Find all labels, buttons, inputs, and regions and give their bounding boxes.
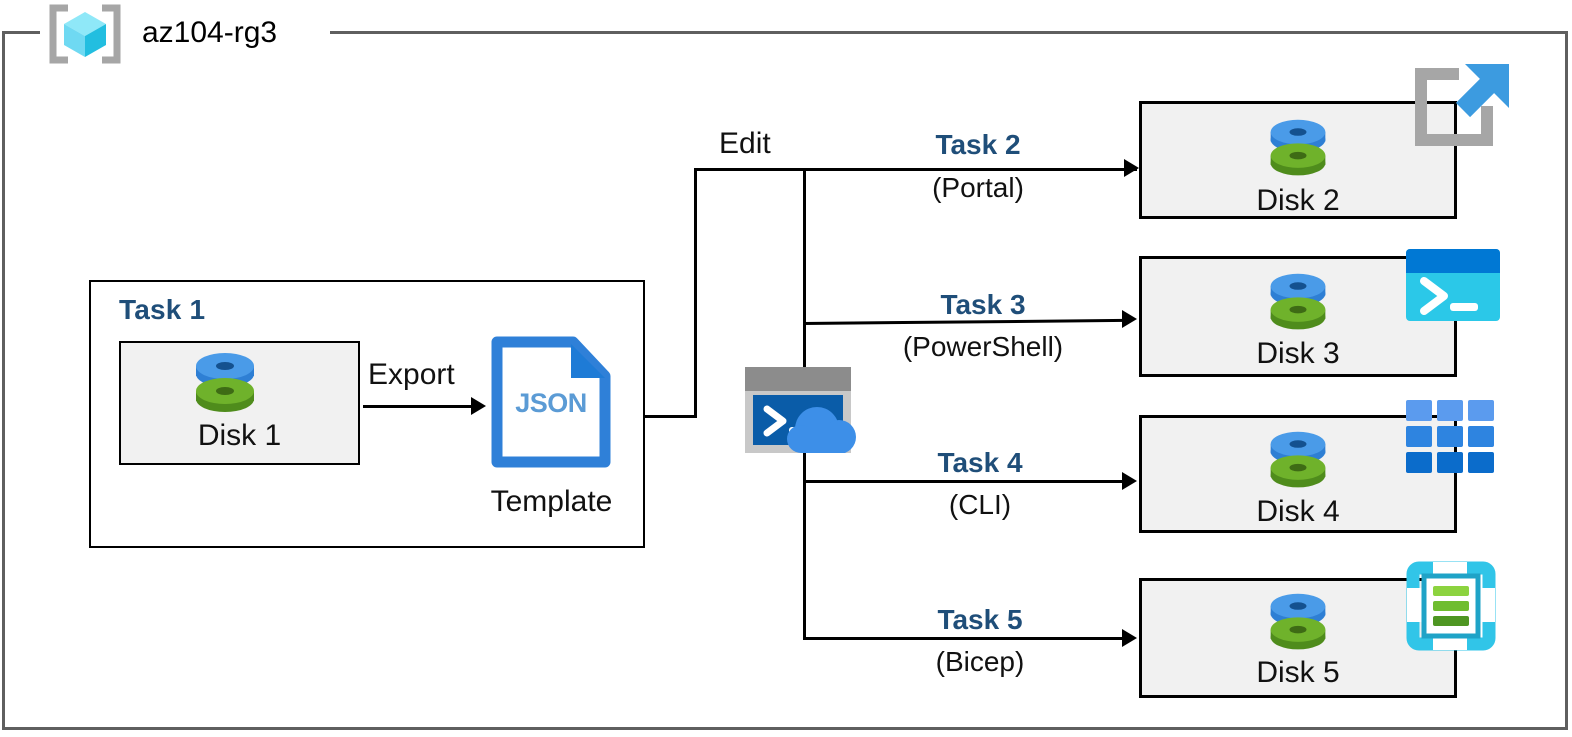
edit-label: Edit: [719, 127, 771, 160]
task4-method: (CLI): [948, 489, 1012, 520]
managed-disk-icon: [190, 352, 260, 421]
managed-disk-icon: [1265, 118, 1331, 185]
powershell-icon: [1406, 249, 1500, 326]
task2-method: (Portal): [932, 172, 1024, 203]
export-arrow-head: [471, 397, 486, 415]
resource-group-border: [2, 31, 1568, 730]
disk4-label: Disk 4: [1256, 495, 1340, 528]
managed-disk-icon: [1265, 592, 1331, 659]
managed-disk-icon: [1265, 430, 1331, 497]
task1-title: Task 1: [119, 294, 206, 325]
task2-arrow-head: [1124, 159, 1139, 177]
template-riser-line: [694, 168, 697, 418]
json-file-type: JSON: [515, 388, 587, 418]
bicep-icon: [1405, 560, 1497, 657]
cloud-shell-icon: [745, 367, 863, 454]
task4-arrow-head: [1122, 472, 1137, 490]
task5-line: [803, 637, 1125, 640]
template-out-line: [645, 415, 697, 418]
task4-line: [803, 480, 1125, 483]
task3-arrow-head: [1122, 310, 1137, 328]
managed-disk-icon: [1265, 272, 1331, 339]
disk3-label: Disk 3: [1256, 337, 1340, 370]
export-label: Export: [368, 358, 455, 391]
disk5-label: Disk 5: [1256, 656, 1340, 689]
azure-cli-icon: [1406, 400, 1494, 479]
task3-label: Task 3: [940, 289, 1026, 320]
disk2-label: Disk 2: [1256, 184, 1340, 217]
task5-label: Task 5: [937, 604, 1023, 635]
task3-method: (PowerShell): [902, 331, 1064, 362]
export-arrow-line: [363, 405, 473, 408]
azure-portal-icon: [1409, 60, 1513, 169]
task2-label: Task 2: [935, 129, 1021, 160]
task4-label: Task 4: [937, 447, 1023, 478]
resource-group-name: az104-rg3: [142, 16, 278, 49]
resource-group-cube-icon: [48, 4, 122, 64]
json-file-icon: [489, 336, 613, 468]
task5-method: (Bicep): [935, 646, 1025, 677]
template-label: Template: [490, 485, 613, 518]
edit-top-line: [694, 168, 1137, 171]
disk1-label: Disk 1: [197, 419, 282, 452]
task5-arrow-head: [1122, 629, 1137, 647]
